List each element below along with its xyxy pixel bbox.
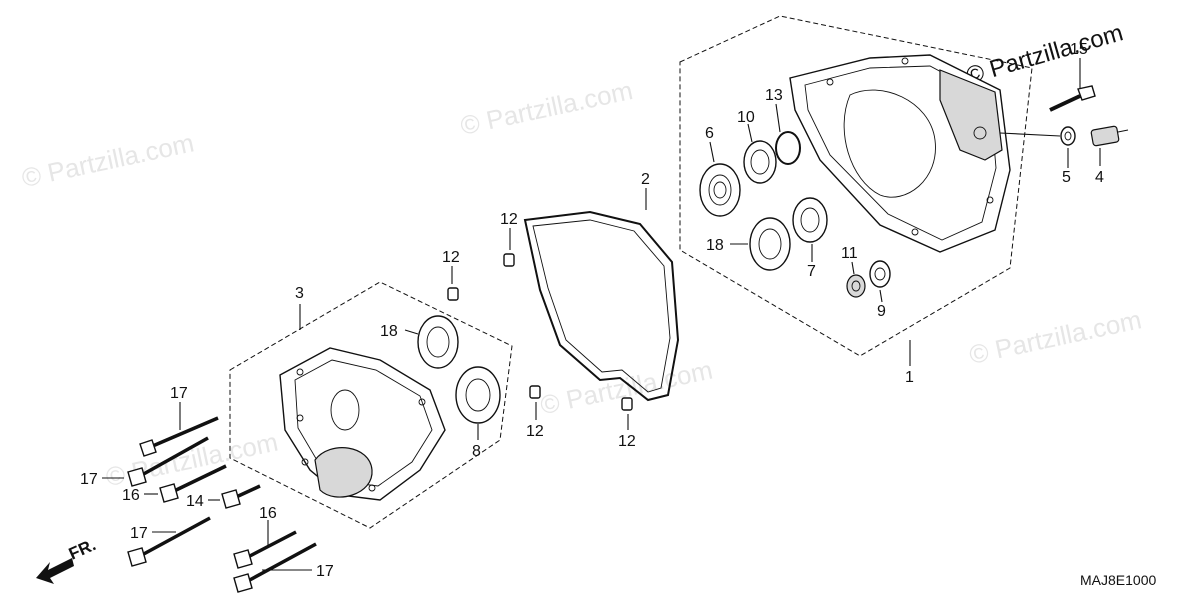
bearing-8 bbox=[455, 366, 501, 424]
callout-3: 3 bbox=[295, 285, 304, 302]
gasket-2 bbox=[523, 210, 680, 402]
bolt-14 bbox=[221, 484, 261, 509]
bolt-16 bbox=[159, 464, 227, 503]
callout-13: 13 bbox=[765, 87, 783, 104]
dowel-pin-12 bbox=[447, 287, 459, 301]
callout-12: 12 bbox=[442, 249, 460, 266]
bolt-17 bbox=[233, 542, 317, 593]
callout-9: 9 bbox=[877, 303, 886, 320]
front-arrow-icon: FR. bbox=[36, 535, 99, 584]
callout-6: 6 bbox=[705, 125, 714, 142]
bolt-17 bbox=[139, 416, 219, 457]
bolt-16 bbox=[233, 530, 297, 569]
brand-watermark: © Partzilla.com bbox=[963, 19, 1126, 90]
callout-12: 12 bbox=[618, 433, 636, 450]
watermark-text: © Partzilla.com bbox=[458, 75, 636, 141]
callout-18: 18 bbox=[380, 323, 398, 340]
snap-ring-13 bbox=[775, 131, 801, 165]
callout-16: 16 bbox=[122, 487, 140, 504]
callout-17: 17 bbox=[80, 471, 98, 488]
switch-4 bbox=[1090, 125, 1129, 147]
bolt-17 bbox=[127, 516, 211, 567]
dowel-pin-12 bbox=[503, 253, 515, 267]
callout-4: 4 bbox=[1095, 169, 1104, 186]
callout-5: 5 bbox=[1062, 169, 1071, 186]
bearing-6 bbox=[699, 163, 741, 217]
callout-15: 15 bbox=[1070, 41, 1088, 58]
seal-11 bbox=[846, 274, 866, 298]
bushing-9 bbox=[869, 260, 891, 288]
callout-11: 11 bbox=[841, 245, 858, 262]
bearing-18-right bbox=[749, 217, 791, 271]
washer-5 bbox=[1060, 126, 1076, 146]
callout-17: 17 bbox=[316, 563, 334, 580]
callout-18: 18 bbox=[706, 237, 724, 254]
group-3-outline bbox=[229, 281, 513, 529]
bearing-18-left bbox=[417, 315, 459, 369]
callout-16: 16 bbox=[259, 505, 277, 522]
callout-7: 7 bbox=[807, 263, 816, 280]
case-cover-3 bbox=[279, 347, 446, 501]
callout-2: 2 bbox=[641, 171, 650, 188]
callout-12: 12 bbox=[500, 211, 518, 228]
callout-10: 10 bbox=[737, 109, 755, 126]
dowel-pin-12 bbox=[621, 397, 633, 411]
watermark-text: © Partzilla.com bbox=[966, 304, 1144, 370]
diagram-code: MAJ8E1000 bbox=[1080, 572, 1156, 588]
bolt-17 bbox=[127, 436, 209, 487]
callout-1: 1 bbox=[905, 369, 914, 386]
callout-14: 14 bbox=[186, 493, 204, 510]
group-1-outline bbox=[679, 15, 1033, 357]
bolt-15 bbox=[1049, 85, 1096, 112]
callout-12: 12 bbox=[526, 423, 544, 440]
dowel-pin-12 bbox=[529, 385, 541, 399]
callout-8: 8 bbox=[472, 443, 481, 460]
callout-17: 17 bbox=[130, 525, 148, 542]
watermark-text: © Partzilla.com bbox=[19, 127, 197, 193]
bearing-10 bbox=[743, 140, 777, 184]
callout-17: 17 bbox=[170, 385, 188, 402]
front-marker: FR. bbox=[66, 535, 99, 563]
bearing-7 bbox=[792, 197, 828, 243]
callout-labels: 1 2 3 4 5 6 7 8 9 10 11 12 12 12 12 13 1… bbox=[80, 41, 1104, 580]
case-cover-1 bbox=[789, 54, 1011, 253]
